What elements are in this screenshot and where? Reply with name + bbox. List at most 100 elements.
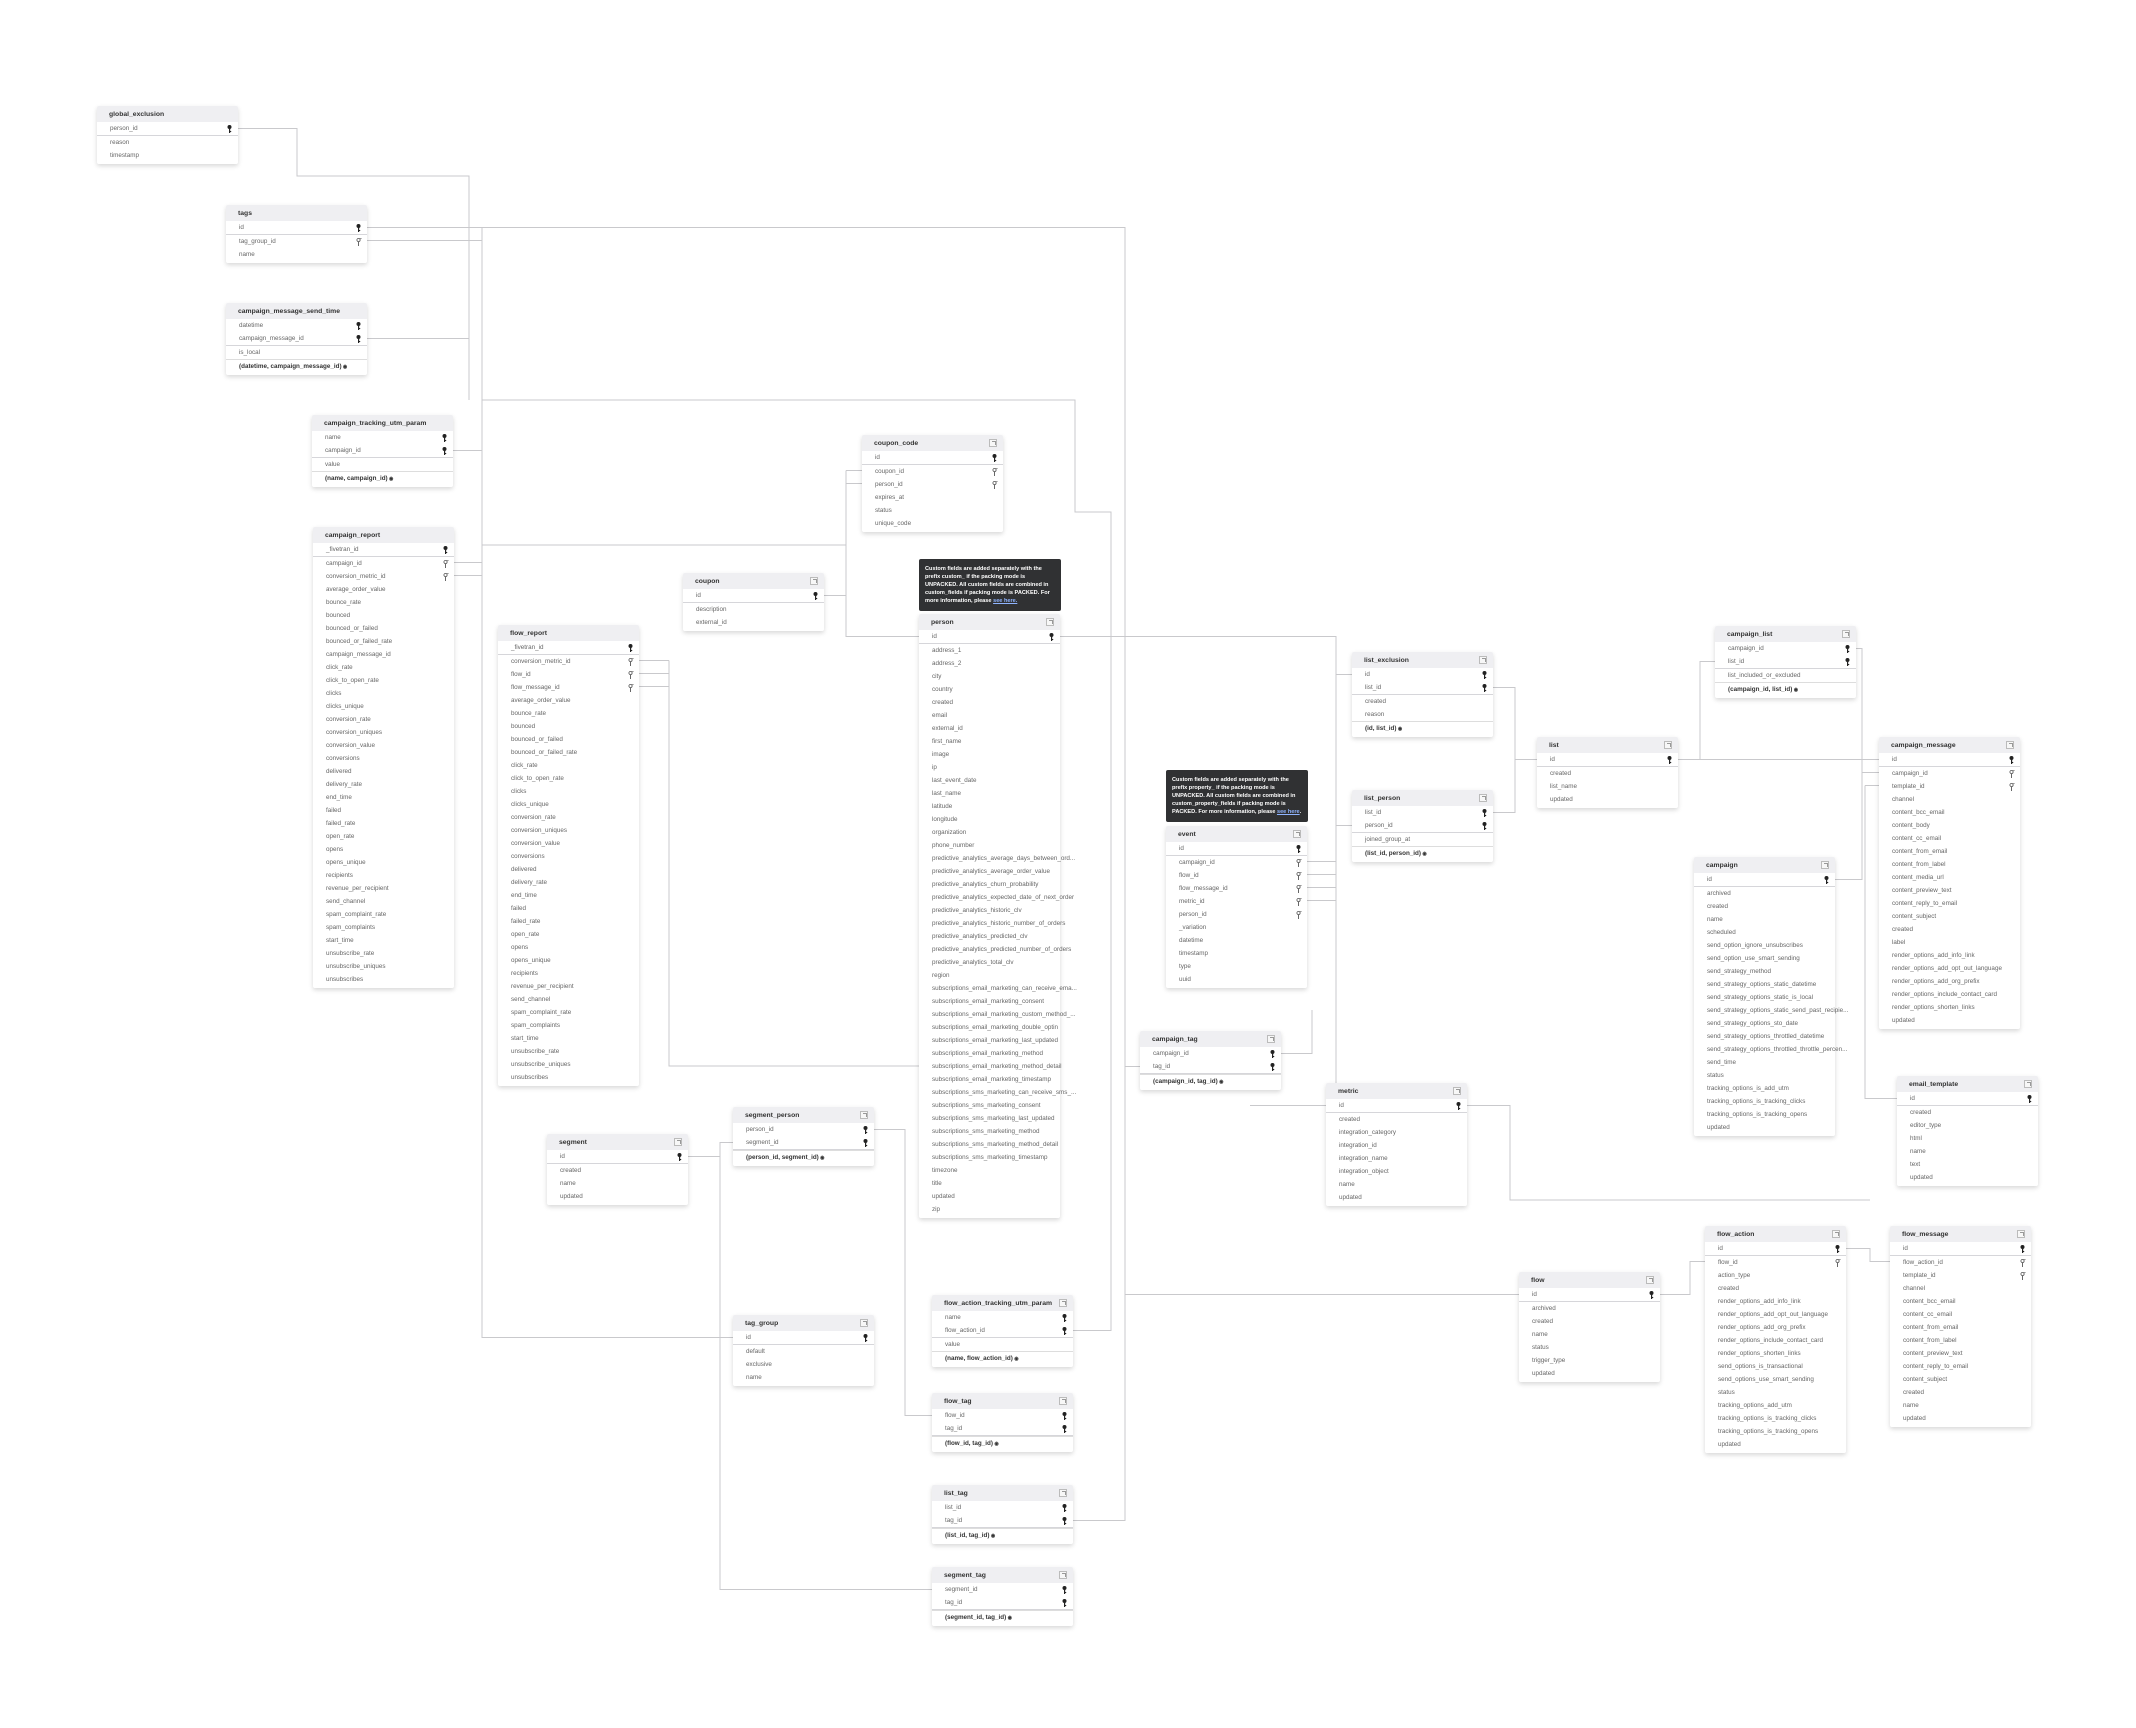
table-column[interactable]: unsubscribes <box>498 1071 639 1084</box>
table-column[interactable]: datetime <box>226 319 367 332</box>
table-column[interactable]: conversion_value <box>498 837 639 850</box>
table-column[interactable]: flow_action_id <box>1890 1256 2031 1269</box>
table-column[interactable]: start_time <box>498 1032 639 1045</box>
table-column[interactable]: uuid <box>1166 973 1307 986</box>
table-column[interactable]: (segment_id, tag_id) ◉ <box>932 1610 1073 1624</box>
table-column[interactable]: content_preview_text <box>1879 884 2020 897</box>
table-column[interactable]: send_strategy_method <box>1694 965 1835 978</box>
table-column[interactable]: recipients <box>313 869 454 882</box>
table-header[interactable]: flow_message <box>1890 1226 2031 1242</box>
table-column[interactable]: id <box>1694 873 1835 887</box>
table-column[interactable]: flow_action_id <box>932 1324 1073 1338</box>
table-column[interactable]: click_to_open_rate <box>498 772 639 785</box>
external-link-icon[interactable] <box>2017 1230 2025 1238</box>
table-column[interactable]: created <box>1352 695 1493 708</box>
table-column[interactable]: created <box>1537 767 1678 780</box>
table-column[interactable]: campaign_id <box>313 557 454 570</box>
table-column[interactable]: archived <box>1694 887 1835 900</box>
table-column[interactable]: tracking_options_is_add_utm <box>1694 1082 1835 1095</box>
table-column[interactable]: content_reply_to_email <box>1879 897 2020 910</box>
table-column[interactable]: name <box>733 1371 874 1384</box>
table-column[interactable]: spam_complaints <box>498 1019 639 1032</box>
table-column[interactable]: person_id <box>1166 908 1307 921</box>
table-column[interactable]: person_id <box>97 122 238 136</box>
table-column[interactable]: address_1 <box>919 644 1060 657</box>
table-column[interactable]: id <box>862 451 1003 465</box>
table-column[interactable]: render_options_add_opt_out_language <box>1705 1308 1846 1321</box>
table-column[interactable]: flow_id <box>1705 1256 1846 1269</box>
table-column[interactable]: send_strategy_options_throttled_throttle… <box>1694 1043 1847 1056</box>
table-column[interactable]: campaign_message_id <box>226 332 367 346</box>
table-column[interactable]: reason <box>1352 708 1493 721</box>
table-column[interactable]: (campaign_id, tag_id) ◉ <box>1140 1074 1281 1088</box>
table-column[interactable]: first_name <box>919 735 1060 748</box>
table-column[interactable]: updated <box>1694 1121 1835 1134</box>
table-column[interactable]: send_time <box>1694 1056 1835 1069</box>
table-column[interactable]: click_to_open_rate <box>313 674 454 687</box>
table-column[interactable]: (name, flow_action_id) ◉ <box>932 1351 1073 1365</box>
table-column[interactable]: name <box>226 248 367 261</box>
table-column[interactable]: render_options_add_org_prefix <box>1879 975 2020 988</box>
table-column[interactable]: reason <box>97 136 238 149</box>
external-link-icon[interactable] <box>860 1319 868 1327</box>
table-column[interactable]: content_subject <box>1890 1373 2031 1386</box>
table-column[interactable]: _variation <box>1166 921 1307 934</box>
table-column[interactable]: default <box>733 1345 874 1358</box>
table-column[interactable]: exclusive <box>733 1358 874 1371</box>
table-column[interactable]: tracking_options_add_utm <box>1705 1399 1846 1412</box>
table-header[interactable]: campaign_tracking_utm_param <box>312 415 453 431</box>
external-link-icon[interactable] <box>1267 1035 1275 1043</box>
table-column[interactable]: opens <box>498 941 639 954</box>
table-column[interactable]: updated <box>1537 793 1678 806</box>
table-column[interactable]: bounced_or_failed <box>313 622 454 635</box>
table-column[interactable]: email <box>919 709 1060 722</box>
table-column[interactable]: updated <box>1519 1367 1660 1380</box>
table-header[interactable]: metric <box>1326 1083 1467 1099</box>
external-link-icon[interactable] <box>1832 1230 1840 1238</box>
table-column[interactable]: conversion_value <box>313 739 454 752</box>
table-header[interactable]: campaign_message <box>1879 737 2020 753</box>
table-column[interactable]: click_rate <box>498 759 639 772</box>
table-column[interactable]: title <box>919 1177 1060 1190</box>
table-column[interactable]: ip <box>919 761 1060 774</box>
table-column[interactable]: render_options_shorten_links <box>1879 1001 2020 1014</box>
table-column[interactable]: campaign_id <box>1879 767 2020 780</box>
table-column[interactable]: send_strategy_options_throttled_datetime <box>1694 1030 1835 1043</box>
table-column[interactable]: bounce_rate <box>498 707 639 720</box>
table-column[interactable]: (name, campaign_id) ◉ <box>312 471 453 485</box>
table-column[interactable]: created <box>1705 1282 1846 1295</box>
table-header[interactable]: flow_tag <box>932 1393 1073 1409</box>
table-column[interactable]: id <box>1326 1099 1467 1113</box>
table-column[interactable]: name <box>1694 913 1835 926</box>
external-link-icon[interactable] <box>674 1138 682 1146</box>
table-header[interactable]: list_person <box>1352 790 1493 806</box>
external-link-icon[interactable] <box>1059 1489 1067 1497</box>
table-column[interactable]: content_bcc_email <box>1879 806 2020 819</box>
table-header[interactable]: segment_tag <box>932 1567 1073 1583</box>
external-link-icon[interactable] <box>1646 1276 1654 1284</box>
table-column[interactable]: delivered <box>313 765 454 778</box>
table-column[interactable]: end_time <box>313 791 454 804</box>
table-column[interactable]: unsubscribes <box>313 973 454 986</box>
table-column[interactable]: tag_id <box>932 1422 1073 1436</box>
table-column[interactable]: send_strategy_options_static_is_local <box>1694 991 1835 1004</box>
table-column[interactable]: conversion_uniques <box>313 726 454 739</box>
table-column[interactable]: flow_message_id <box>498 681 639 694</box>
table-column[interactable]: list_name <box>1537 780 1678 793</box>
table-column[interactable]: archived <box>1519 1302 1660 1315</box>
table-column[interactable]: _fivetran_id <box>498 641 639 655</box>
table-column[interactable]: render_options_add_opt_out_language <box>1879 962 2020 975</box>
external-link-icon[interactable] <box>1479 656 1487 664</box>
table-column[interactable]: name <box>1897 1145 2038 1158</box>
table-header[interactable]: flow <box>1519 1272 1660 1288</box>
table-column[interactable]: list_id <box>932 1501 1073 1514</box>
table-column[interactable]: render_options_include_contact_card <box>1705 1334 1846 1347</box>
